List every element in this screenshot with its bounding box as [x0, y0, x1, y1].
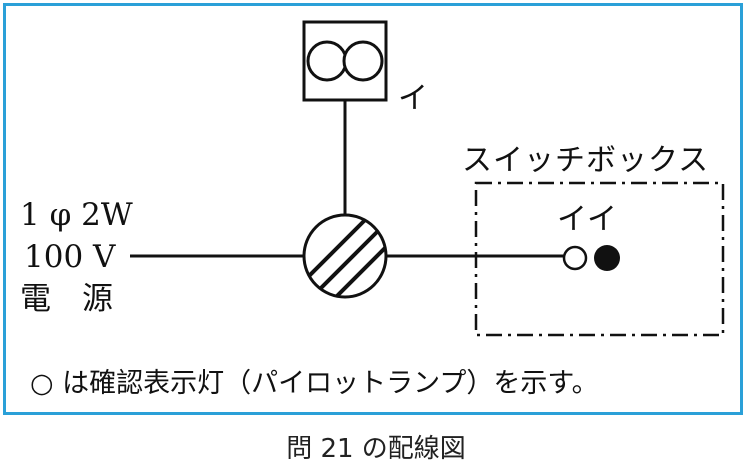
pilot-lamp-icon	[562, 245, 588, 271]
legend-note: ○ は確認表示灯（パイロットランプ）を示す。	[30, 368, 599, 399]
source-phase-label: 1 φ 2W	[20, 197, 133, 233]
receptacle-icon	[302, 20, 388, 102]
switch-labels: イイ	[557, 202, 617, 237]
receptacle-label: イ	[398, 81, 428, 116]
source-voltage-label: 100 V	[24, 239, 116, 275]
source-name-label: 電 源	[20, 281, 113, 317]
junction-box-icon	[302, 213, 388, 299]
switchbox-outline	[474, 181, 725, 337]
figure-caption: 問 21 の配線図	[286, 434, 466, 464]
switchbox-title: スイッチボックス	[462, 143, 710, 178]
switch-icon	[594, 245, 620, 271]
